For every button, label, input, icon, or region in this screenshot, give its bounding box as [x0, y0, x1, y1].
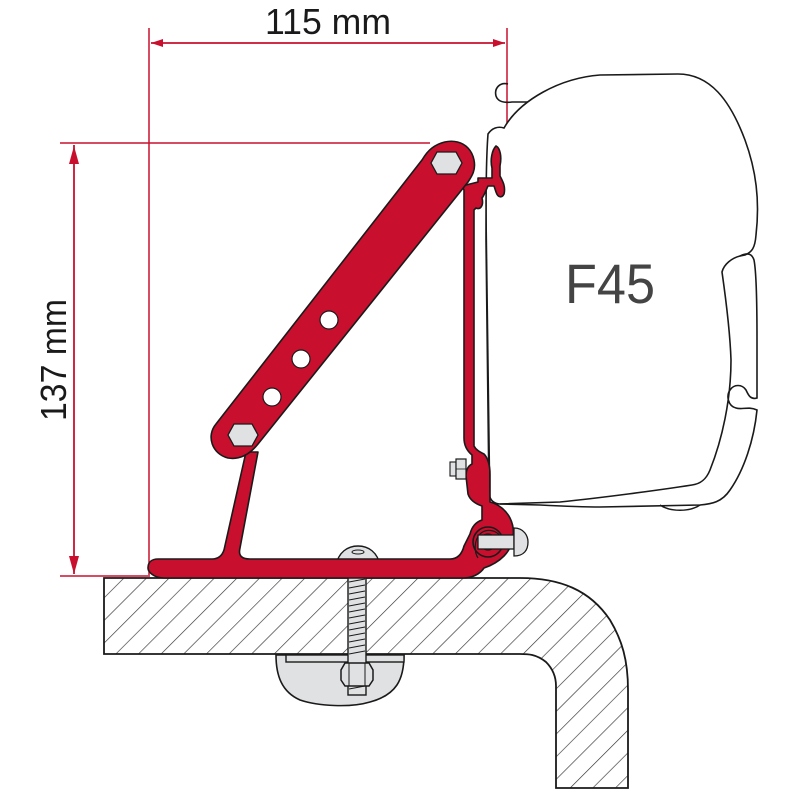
bolt-head-socket [351, 549, 365, 555]
awning-model-label: F45 [565, 252, 655, 315]
strut-arm [210, 140, 476, 460]
bracket-clamp-opening [474, 529, 501, 559]
clamp-pin [477, 534, 515, 550]
spine-bolt [449, 458, 467, 480]
vertical-dimension-label: 137 mm [33, 299, 74, 421]
bracket-body [147, 145, 515, 579]
awning-cassette: F45 [485, 73, 759, 511]
adjustment-hole-2 [291, 349, 311, 369]
awning-rail-line [485, 199, 491, 501]
hex-bolt-top-icon [430, 151, 463, 175]
roof-profile-section [103, 577, 629, 789]
awning-bottom-roller [659, 504, 701, 511]
adjustment-hole-1 [262, 387, 282, 407]
vertical-dimension: 137 mm [33, 142, 430, 577]
thread-lines [348, 578, 366, 690]
arrow-down-icon [69, 556, 79, 574]
horizontal-dimension: 115 mm [148, 1, 508, 575]
hex-nut [340, 662, 374, 687]
hex-bolt-bottom-icon [227, 423, 259, 447]
horizontal-dimension-label: 115 mm [265, 1, 391, 42]
arrow-up-icon [69, 146, 79, 164]
awning-end-cap [499, 253, 758, 508]
clamp-pin-head [513, 527, 529, 557]
roof-profile [103, 577, 629, 789]
diagonal-strut [210, 140, 476, 460]
adjustment-hole-3 [319, 310, 339, 330]
mounting-bracket [147, 140, 529, 579]
washer [285, 654, 405, 663]
